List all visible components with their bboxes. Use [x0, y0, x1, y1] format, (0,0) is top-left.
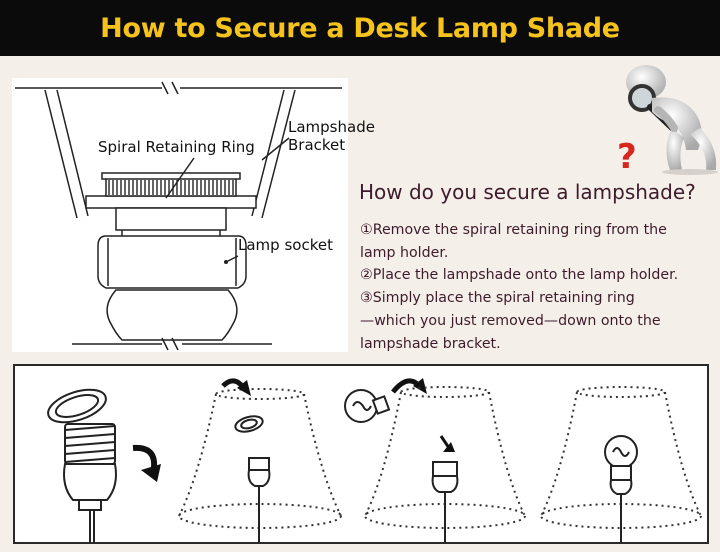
question-mark-icon: ? — [617, 137, 637, 176]
thinker-figure: ? — [612, 58, 720, 176]
socket-label: Lamp socket — [238, 236, 333, 254]
magnifier-figure-icon — [626, 65, 718, 175]
svg-text:?: ? — [617, 137, 637, 176]
page-title: How to Secure a Desk Lamp Shade — [100, 12, 620, 44]
title-banner: How to Secure a Desk Lamp Shade — [0, 0, 720, 56]
step-line: —which you just removed—down onto the — [360, 312, 661, 329]
step-line: lampshade bracket. — [360, 335, 501, 352]
question-heading: How do you secure a lampshade? — [359, 180, 696, 204]
bracket-label-line1: Lampshade — [288, 118, 375, 136]
light-bulb-icon — [344, 389, 391, 423]
instruction-steps: ①Remove the spiral retaining ring from t… — [360, 219, 712, 355]
step-line: ③Simply place the spiral retaining ring — [360, 290, 635, 307]
step4-assembled — [540, 386, 702, 542]
step-line: lamp holder. — [360, 244, 449, 261]
lamp-holder-drawing — [15, 81, 342, 351]
bracket-label-line2: Bracket — [288, 136, 346, 154]
step-line: ②Place the lampshade onto the lamp holde… — [360, 267, 679, 284]
step3-shade-on-holder — [344, 378, 526, 542]
step-line: ①Remove the spiral retaining ring from t… — [360, 222, 667, 238]
step-illustrations — [13, 364, 709, 544]
step1-remove-ring — [47, 388, 161, 542]
lamp-holder-diagram: Spiral Retaining Ring Lampshade Bracket … — [12, 78, 375, 352]
ring-label: Spiral Retaining Ring — [98, 138, 255, 156]
step2-place-shade — [178, 378, 342, 542]
